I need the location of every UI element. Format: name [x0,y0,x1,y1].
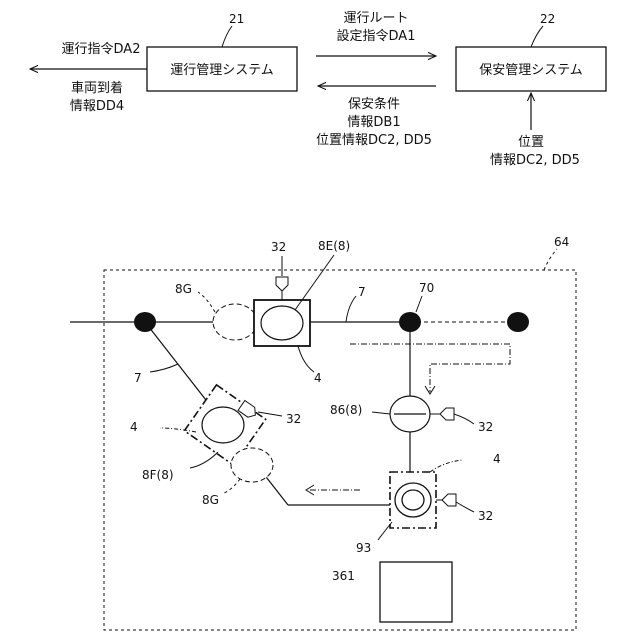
ref-7b-leader [150,364,178,372]
sensor-8g-top [213,304,257,340]
ref-21: 21 [229,12,244,26]
ref-32-bottom: 32 [478,509,493,523]
signal-32-mid [440,408,454,420]
ref-86-leader [372,412,390,414]
ref-4-right: 4 [493,452,501,466]
safety-info-line1: 保安条件 [348,96,400,112]
device-361-box [380,562,452,622]
ref-64: 64 [554,235,569,249]
ref-86: 86(8) [330,403,362,417]
safety-info-line2: 情報DB1 [347,115,400,130]
signal-32-top [276,277,288,291]
ref-7b: 7 [134,371,142,385]
block-diagram: 運行管理システム 21 保安管理システム 22 運行ルート 設定指令DA1 保安… [30,11,606,168]
ref-32-bottom-leader [456,502,474,512]
arrival-info-line1: 車両到着 [71,80,123,96]
safety-info-line3: 位置情報DC2, DD5 [316,133,432,148]
ref-70-leader [416,296,422,312]
ref-8g-bottom-leader [222,479,240,494]
sensor-93-inner [402,490,424,510]
ref-361: 361 [332,569,355,583]
ref-7a-leader [346,296,356,322]
ref-32-left-leader [258,412,282,416]
ref-22-leader [531,26,543,47]
ref-32-mid: 32 [478,420,493,434]
ref-32-left: 32 [286,412,301,426]
position-info-line1: 位置 [518,135,544,150]
ref-93-leader [378,522,392,540]
safety-management-label: 保安管理システム [479,63,583,78]
ref-8g-top: 8G [175,282,192,296]
ref-8g-top-leader [198,292,215,312]
node-right [507,312,529,332]
route-guide-line [350,344,510,392]
operation-command-label: 運行指令DA2 [62,42,141,57]
ref-7a: 7 [358,285,366,299]
sensor-8e [261,306,303,340]
node-70 [399,312,421,332]
ref-8g-bottom: 8G [202,493,219,507]
ref-70: 70 [419,281,434,295]
ref-4-top: 4 [314,371,322,385]
operation-management-label: 運行管理システム [170,63,274,78]
ref-21-leader [222,26,232,47]
track-layout: 64 70 7 7 8G 8E(8) [70,235,576,630]
ref-8e-leader [295,255,334,310]
ref-4-right-leader [430,460,462,472]
ref-22: 22 [540,12,555,26]
ref-32-mid-leader [454,414,474,424]
ref-8f-leader [190,452,218,468]
ref-64-leader [544,249,557,270]
route-command-line2: 設定指令DA1 [337,28,416,44]
ref-8e: 8E(8) [318,239,350,253]
route-command-line1: 運行ルート [343,11,408,26]
ref-8f: 8F(8) [142,468,174,482]
ref-93: 93 [356,541,371,555]
signal-32-bottom [442,494,456,506]
arrival-info-line2: 情報DD4 [70,99,124,114]
ref-4-top-leader [298,346,314,372]
ref-32-top: 32 [271,240,286,254]
ref-4-left: 4 [130,420,138,434]
sensor-8g-bottom [231,448,273,482]
node-left [134,312,156,332]
sensor-8f [202,407,244,443]
position-info-line2: 情報DC2, DD5 [490,153,580,168]
